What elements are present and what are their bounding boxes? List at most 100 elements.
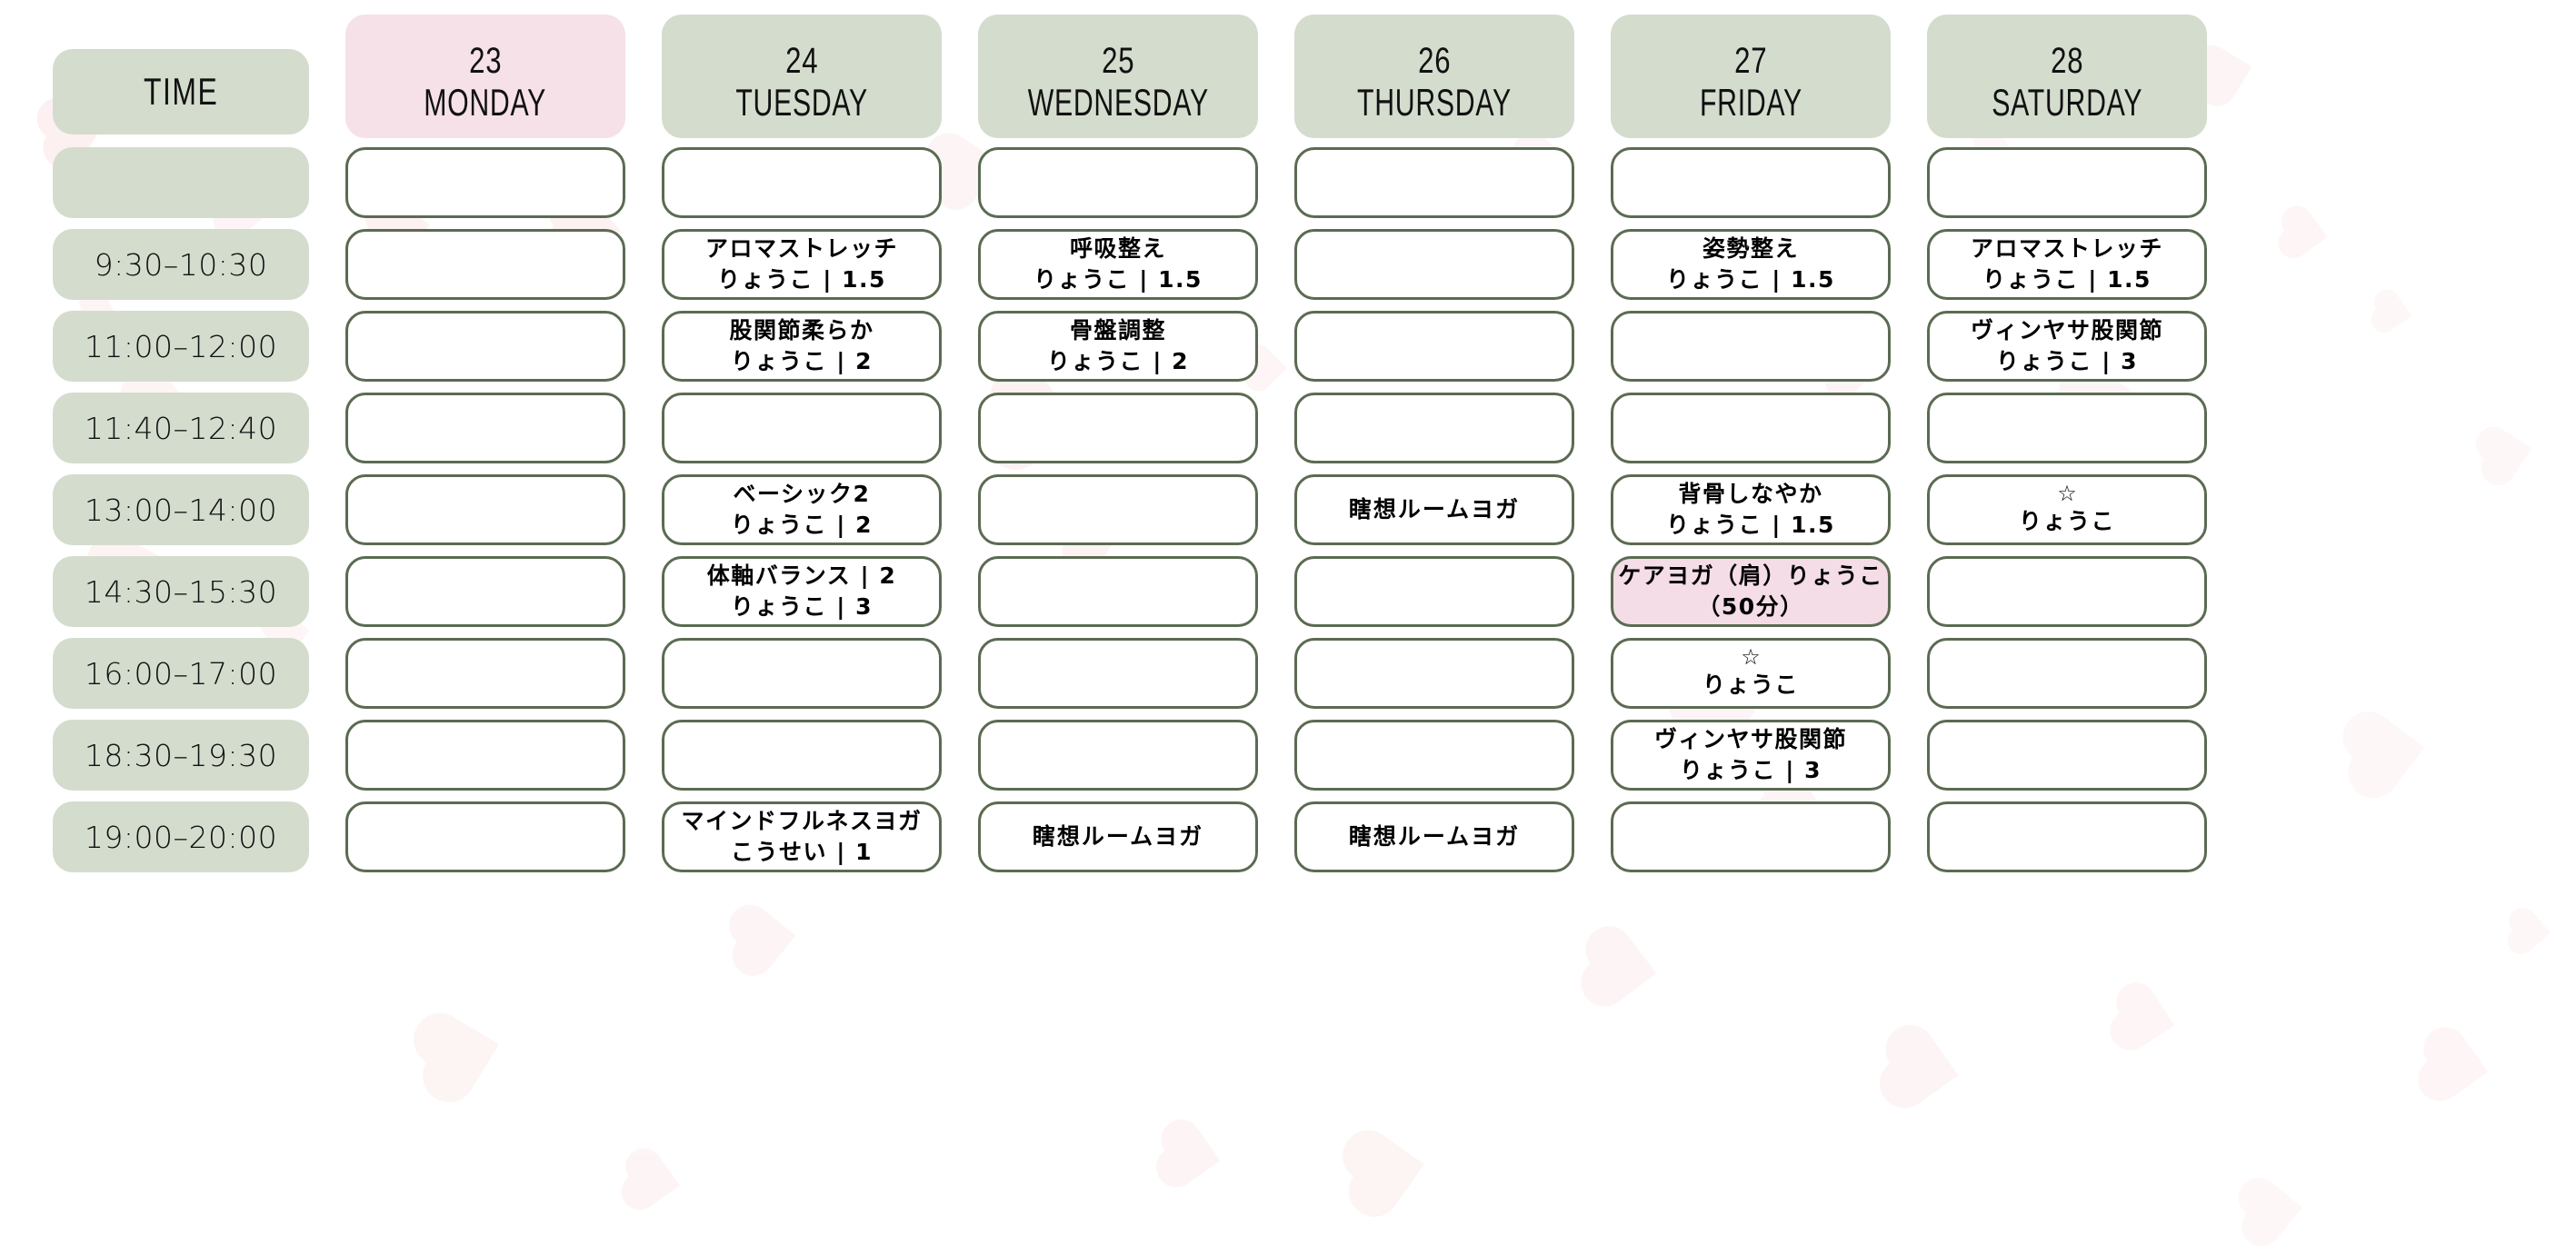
empty-slot[interactable]	[662, 393, 942, 463]
class-slot[interactable]: 瞎想ルームヨガ	[1294, 801, 1574, 872]
empty-slot[interactable]	[1927, 801, 2207, 872]
time-range-text: 19:00–20:00	[84, 819, 278, 855]
time-range-text: 11:40–12:40	[84, 410, 278, 446]
class-name: 瞎想ルームヨガ	[1348, 496, 1521, 523]
star-icon: ☆	[2057, 481, 2077, 507]
day-number: 28	[2050, 40, 2084, 81]
class-instructor-level: （50分）	[1697, 593, 1804, 620]
class-name: 体軸バランス | 2	[706, 562, 897, 590]
time-slot-label: 11:40–12:40	[53, 393, 309, 463]
class-instructor-level: りょうこ | 1.5	[717, 266, 886, 293]
empty-slot[interactable]	[345, 720, 625, 791]
empty-slot[interactable]	[978, 147, 1258, 218]
time-slot-label	[53, 147, 309, 218]
class-instructor-level: りょうこ | 3	[1680, 757, 1822, 783]
empty-slot[interactable]	[1294, 311, 1574, 382]
empty-slot[interactable]	[345, 311, 625, 382]
day-name: TUESDAY	[735, 80, 868, 124]
class-slot[interactable]: 骨盤調整りょうこ | 2	[978, 311, 1258, 382]
empty-slot[interactable]	[345, 474, 625, 545]
class-slot[interactable]: 瞎想ルームヨガ	[978, 801, 1258, 872]
day-number: 24	[784, 40, 819, 81]
empty-slot[interactable]	[345, 638, 625, 709]
empty-slot[interactable]	[1927, 147, 2207, 218]
time-column-title: TIME	[143, 70, 219, 113]
class-name: アロマストレッチ	[704, 235, 898, 263]
empty-slot[interactable]	[345, 801, 625, 872]
class-slot[interactable]: 瞎想ルームヨガ	[1294, 474, 1574, 545]
class-name: アロマストレッチ	[1970, 235, 2163, 263]
empty-slot[interactable]	[978, 393, 1258, 463]
empty-slot[interactable]	[345, 147, 625, 218]
empty-slot[interactable]	[1927, 393, 2207, 463]
empty-slot[interactable]	[1294, 393, 1574, 463]
class-name: 姿勢整え	[1702, 235, 1799, 263]
class-slot[interactable]: 股関節柔らかりょうこ | 2	[662, 311, 942, 382]
class-name: ヴィンヤサ股関節	[1653, 726, 1847, 753]
empty-slot[interactable]	[1294, 720, 1574, 791]
class-instructor-level: りょうこ | 2	[1047, 348, 1189, 374]
time-slot-label: 18:30–19:30	[53, 720, 309, 791]
class-instructor-level: りょうこ | 1.5	[1666, 512, 1835, 538]
empty-slot[interactable]	[978, 638, 1258, 709]
empty-slot[interactable]	[345, 556, 625, 627]
class-slot[interactable]: 姿勢整えりょうこ | 1.5	[1611, 229, 1891, 300]
empty-slot[interactable]	[1294, 229, 1574, 300]
class-name: 骨盤調整	[1069, 317, 1166, 344]
empty-slot[interactable]	[662, 638, 942, 709]
class-name: ベーシック2	[733, 481, 871, 508]
empty-slot[interactable]	[978, 474, 1258, 545]
empty-slot[interactable]	[1611, 311, 1891, 382]
empty-slot[interactable]	[345, 229, 625, 300]
class-slot[interactable]: アロマストレッチりょうこ | 1.5	[1927, 229, 2207, 300]
empty-slot[interactable]	[1611, 801, 1891, 872]
class-instructor-level: りょうこ	[2018, 508, 2115, 535]
empty-slot[interactable]	[1927, 556, 2207, 627]
class-instructor-level: りょうこ | 2	[731, 512, 873, 538]
empty-slot[interactable]	[1611, 393, 1891, 463]
class-name: 瞎想ルームヨガ	[1032, 823, 1204, 851]
class-slot[interactable]: ☆りょうこ	[1611, 638, 1891, 709]
time-slot-label: 9:30–10:30	[53, 229, 309, 300]
class-slot[interactable]: アロマストレッチりょうこ | 1.5	[662, 229, 942, 300]
day-name: FRIDAY	[1699, 80, 1802, 124]
empty-slot[interactable]	[1927, 638, 2207, 709]
class-name: マインドフルネスヨガ	[681, 808, 923, 835]
time-slot-label: 13:00–14:00	[53, 474, 309, 545]
empty-slot[interactable]	[1294, 556, 1574, 627]
empty-slot[interactable]	[978, 720, 1258, 791]
class-slot[interactable]: 呼吸整えりょうこ | 1.5	[978, 229, 1258, 300]
empty-slot[interactable]	[1927, 720, 2207, 791]
day-number: 25	[1101, 40, 1135, 81]
class-instructor-level: りょうこ	[1702, 672, 1799, 699]
class-slot[interactable]: マインドフルネスヨガこうせい | 1	[662, 801, 942, 872]
empty-slot[interactable]	[662, 147, 942, 218]
empty-slot[interactable]	[1294, 147, 1574, 218]
class-slot[interactable]: ベーシック2 りょうこ | 2	[662, 474, 942, 545]
empty-slot[interactable]	[1611, 147, 1891, 218]
class-instructor-level: りょうこ | 1.5	[1666, 266, 1835, 293]
empty-slot[interactable]	[345, 393, 625, 463]
time-slot-label: 19:00–20:00	[53, 801, 309, 872]
day-number: 23	[468, 40, 503, 81]
empty-slot[interactable]	[1294, 638, 1574, 709]
time-slot-label: 11:00–12:00	[53, 311, 309, 382]
class-slot[interactable]: ヴィンヤサ股関節りょうこ | 3	[1611, 720, 1891, 791]
empty-slot[interactable]	[978, 556, 1258, 627]
class-slot[interactable]: ケアヨガ（肩）りょうこ（50分）	[1611, 556, 1891, 627]
day-name: THURSDAY	[1357, 80, 1512, 124]
class-slot[interactable]: 背骨しなやかりょうこ | 1.5	[1611, 474, 1891, 545]
class-slot[interactable]: ☆りょうこ	[1927, 474, 2207, 545]
class-name: 呼吸整え	[1069, 235, 1166, 263]
empty-slot[interactable]	[662, 720, 942, 791]
star-icon: ☆	[1741, 644, 1761, 671]
time-range-text: 14:30–15:30	[84, 573, 278, 610]
class-slot[interactable]: ヴィンヤサ股関節りょうこ | 3	[1927, 311, 2207, 382]
